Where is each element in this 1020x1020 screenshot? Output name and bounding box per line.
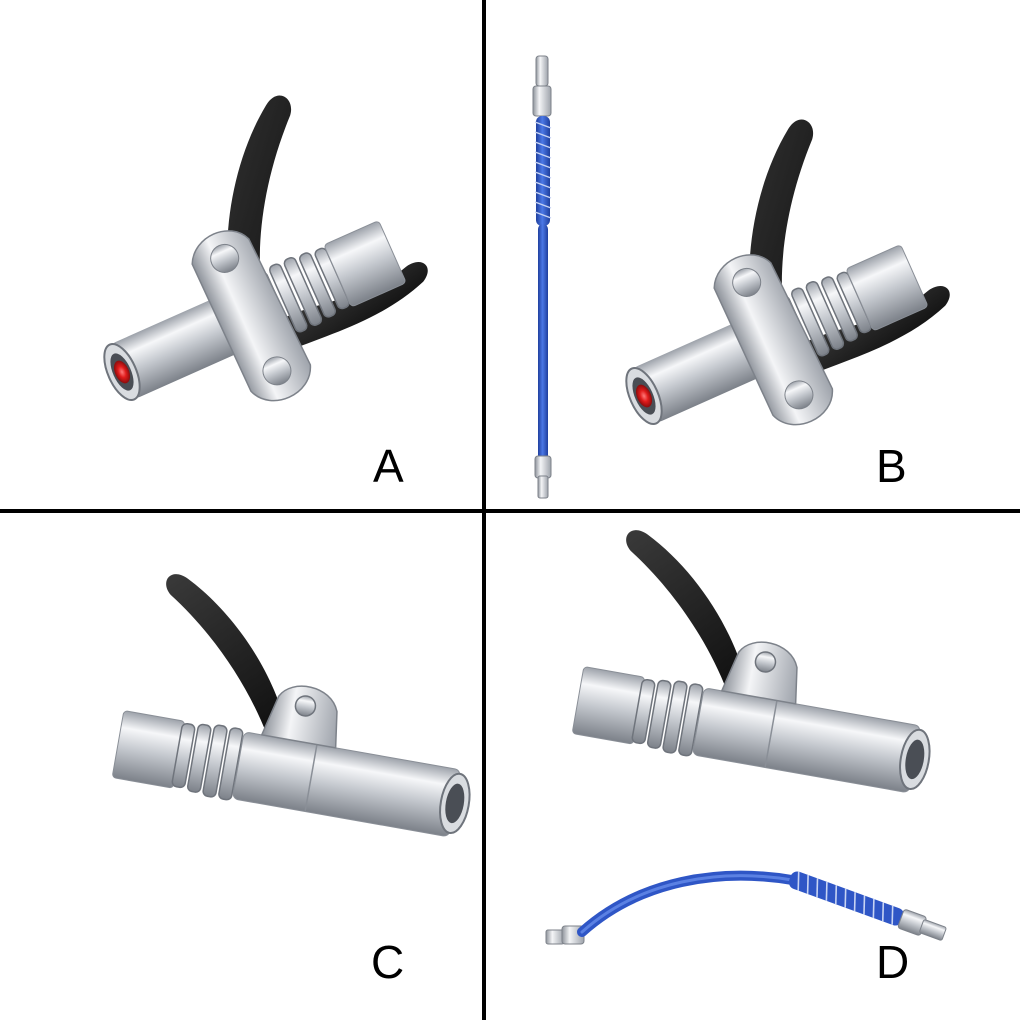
panel-label-b: B: [876, 440, 907, 492]
coupler-single-lever-c: [110, 568, 501, 843]
panel-label-d: D: [876, 936, 910, 988]
coupler-single-lever-d: [570, 524, 961, 799]
flex-hose-straight: [532, 55, 552, 499]
panel-label-a: A: [373, 440, 404, 492]
coupler-double-handle-b: [553, 91, 976, 486]
panel-label-c: C: [371, 936, 405, 988]
coupler-double-handle-a: [31, 67, 454, 462]
flex-hose-curved: [545, 870, 947, 945]
horizontal-divider: [0, 509, 1020, 513]
